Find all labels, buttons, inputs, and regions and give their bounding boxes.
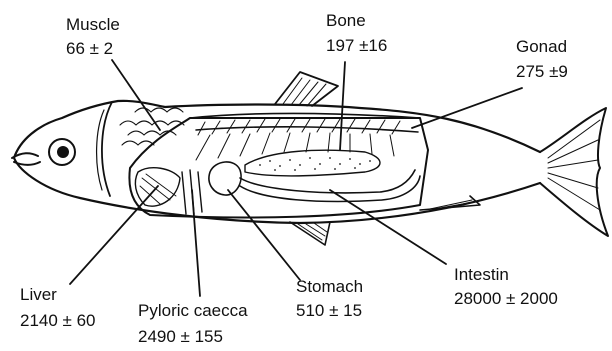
stomach-value: 510 ± 15 [296,300,362,321]
fish-pupil [57,146,69,158]
pointer-muscle [112,60,160,130]
pyloric-caeca-label: Pyloric caecca [138,300,248,321]
muscle-label: Muscle [66,14,120,35]
pointer-stomach [228,190,300,280]
stomach-label: Stomach [296,276,363,297]
bone-value: 197 ±16 [326,35,387,56]
pointer-pyloric [192,190,200,296]
liver-value: 2140 ± 60 [20,310,96,331]
gonad-organ [245,150,380,176]
pointer-intestin [330,190,446,264]
gonad-stipple [259,157,371,171]
dorsal-fin-rays [283,78,326,106]
caudal-fin [540,108,608,236]
pelvic-fin [290,222,330,245]
gonad-label: Gonad [516,36,567,57]
fish-operculum [102,102,112,196]
pointer-lines [70,60,522,296]
vertebral-column [190,114,420,133]
fish-operculum-inner [97,110,104,190]
bone-label: Bone [326,10,366,31]
intestin-label: Intestin [454,264,509,285]
stomach-organ [209,162,241,195]
pyloric-caeca-value: 2490 ± 155 [138,326,223,347]
gonad-value: 275 ±9 [516,61,568,82]
intestin-value: 28000 ± 2000 [454,288,558,309]
pointer-gonad [412,88,522,128]
dorsal-fin [275,72,338,106]
liver-label: Liver [20,284,57,305]
fish-mouth [12,153,40,165]
fish-scales [120,108,184,145]
muscle-value: 66 ± 2 [66,38,113,59]
pointer-liver [70,186,158,284]
